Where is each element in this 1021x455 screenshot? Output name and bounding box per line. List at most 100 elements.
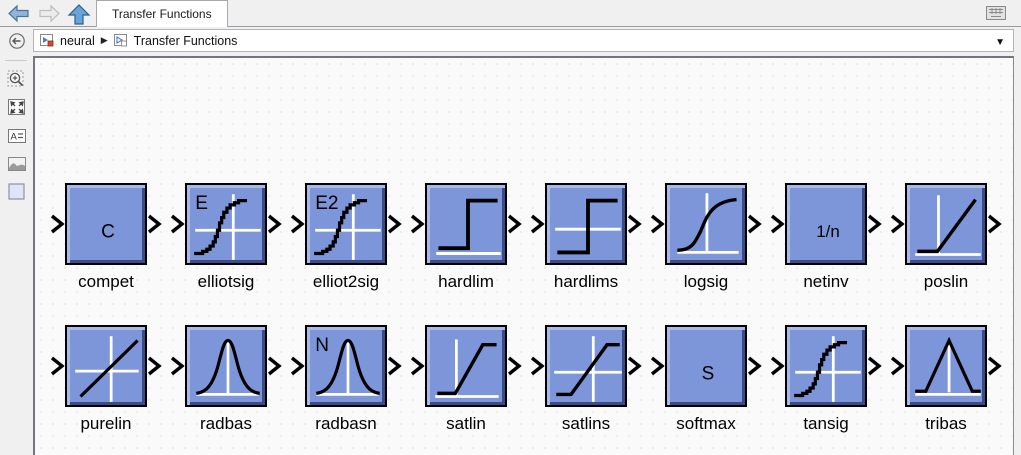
block-label: tansig	[803, 414, 849, 433]
output-port-icon	[267, 214, 282, 234]
breadcrumb-label: neural	[60, 33, 95, 48]
breadcrumb-separator-icon: ▶	[100, 35, 108, 45]
elliot2sig-icon: E2	[314, 193, 381, 260]
hide-browser-icon[interactable]	[8, 32, 26, 50]
svg-text:1/n: 1/n	[816, 222, 840, 241]
block-label: hardlims	[553, 272, 619, 291]
purelin-icon	[75, 336, 139, 402]
block-satlin[interactable]	[425, 325, 507, 407]
hardlim-icon	[436, 198, 501, 255]
block-hardlims[interactable]	[545, 183, 627, 265]
block-label: elliotsig	[197, 272, 255, 291]
output-port-icon	[147, 356, 162, 376]
softmax-icon: S	[702, 363, 715, 384]
block-radbas[interactable]	[185, 325, 267, 407]
block-cell: hardlim	[406, 183, 526, 292]
input-port-icon	[50, 356, 65, 376]
input-port-icon	[530, 214, 545, 234]
output-port-icon	[507, 214, 522, 234]
block-radbasn[interactable]: N	[305, 325, 387, 407]
input-port-icon	[650, 214, 665, 234]
back-arrow-icon[interactable]	[7, 4, 31, 24]
output-port-icon	[747, 214, 762, 234]
keyboard-icon[interactable]	[986, 6, 1006, 25]
block-label: purelin	[80, 414, 132, 433]
block-cell: tribas	[886, 325, 1006, 434]
block-cell: logsig	[646, 183, 766, 292]
input-port-icon	[290, 356, 305, 376]
block-cell: satlins	[526, 325, 646, 434]
fit-to-view-icon[interactable]	[7, 98, 27, 118]
block-cell: E elliotsig	[166, 183, 286, 292]
svg-text:E2: E2	[315, 193, 338, 214]
output-port-icon	[867, 356, 882, 376]
forward-arrow-icon[interactable]	[37, 4, 61, 24]
svg-text:S: S	[702, 363, 715, 384]
block-label: softmax	[676, 414, 736, 433]
annotation-icon[interactable]: A	[7, 126, 27, 146]
tab-bar: Transfer Functions	[0, 0, 1021, 27]
output-port-icon	[627, 356, 642, 376]
library-canvas[interactable]: C compet E elliotsig E2 elliot2si	[33, 56, 1014, 455]
block-compet[interactable]: C	[65, 183, 147, 265]
block-label: logsig	[683, 272, 729, 291]
area-box-icon[interactable]	[7, 182, 27, 202]
block-label: satlin	[446, 414, 486, 433]
breadcrumb-label: Transfer Functions	[133, 33, 238, 48]
compet-icon: C	[101, 221, 115, 242]
elliotsig-icon: E	[194, 193, 261, 260]
breadcrumb-dropdown-icon[interactable]: ▼	[995, 37, 1005, 48]
block-elliotsig[interactable]: E	[185, 183, 267, 265]
breadcrumb-item-neural[interactable]: neural	[40, 34, 95, 48]
block-elliot2sig[interactable]: E2	[305, 183, 387, 265]
netinv-icon: 1/n	[816, 222, 840, 241]
block-label: radbasn	[315, 414, 377, 433]
block-cell: E2 elliot2sig	[286, 183, 406, 292]
satlin-icon	[435, 339, 499, 398]
svg-text:A: A	[11, 132, 18, 143]
image-icon[interactable]	[7, 154, 27, 174]
poslin-icon	[915, 195, 981, 256]
tab-transfer-functions[interactable]: Transfer Functions	[96, 0, 228, 27]
block-hardlim[interactable]	[425, 183, 507, 265]
block-label: tribas	[925, 414, 967, 433]
svg-text:C: C	[101, 221, 115, 242]
block-cell: tansig	[766, 325, 886, 434]
logsig-icon	[677, 193, 739, 254]
block-netinv[interactable]: 1/n	[785, 183, 867, 265]
input-port-icon	[410, 214, 425, 234]
block-purelin[interactable]	[65, 325, 147, 407]
block-softmax[interactable]: S	[665, 325, 747, 407]
satlins-icon	[554, 336, 622, 402]
output-port-icon	[747, 356, 762, 376]
block-label: hardlim	[438, 272, 494, 291]
input-port-icon	[650, 356, 665, 376]
output-port-icon	[267, 356, 282, 376]
output-port-icon	[387, 214, 402, 234]
input-port-icon	[890, 356, 905, 376]
svg-text:E: E	[195, 193, 208, 214]
block-satlins[interactable]	[545, 325, 627, 407]
input-port-icon	[530, 356, 545, 376]
block-row: purelin radbas N radbasn	[46, 325, 1006, 434]
breadcrumb[interactable]: neural ▶ Transfer Functions ▼	[33, 29, 1014, 52]
block-logsig[interactable]	[665, 183, 747, 265]
output-port-icon	[867, 214, 882, 234]
output-port-icon	[987, 356, 1002, 376]
block-label: radbas	[200, 414, 252, 433]
library-icon	[40, 34, 54, 47]
block-cell: satlin	[406, 325, 526, 434]
block-tribas[interactable]	[905, 325, 987, 407]
input-port-icon	[770, 356, 785, 376]
tab-label: Transfer Functions	[112, 7, 212, 21]
output-port-icon	[387, 356, 402, 376]
block-tansig[interactable]	[785, 325, 867, 407]
input-port-icon	[290, 214, 305, 234]
block-label: poslin	[923, 272, 969, 291]
up-arrow-icon[interactable]	[67, 4, 91, 25]
zoom-selection-icon[interactable]	[7, 70, 27, 90]
breadcrumb-item-transfer-functions[interactable]: Transfer Functions	[113, 33, 238, 48]
block-row: C compet E elliotsig E2 elliot2si	[46, 183, 1006, 292]
output-port-icon	[507, 356, 522, 376]
block-poslin[interactable]	[905, 183, 987, 265]
